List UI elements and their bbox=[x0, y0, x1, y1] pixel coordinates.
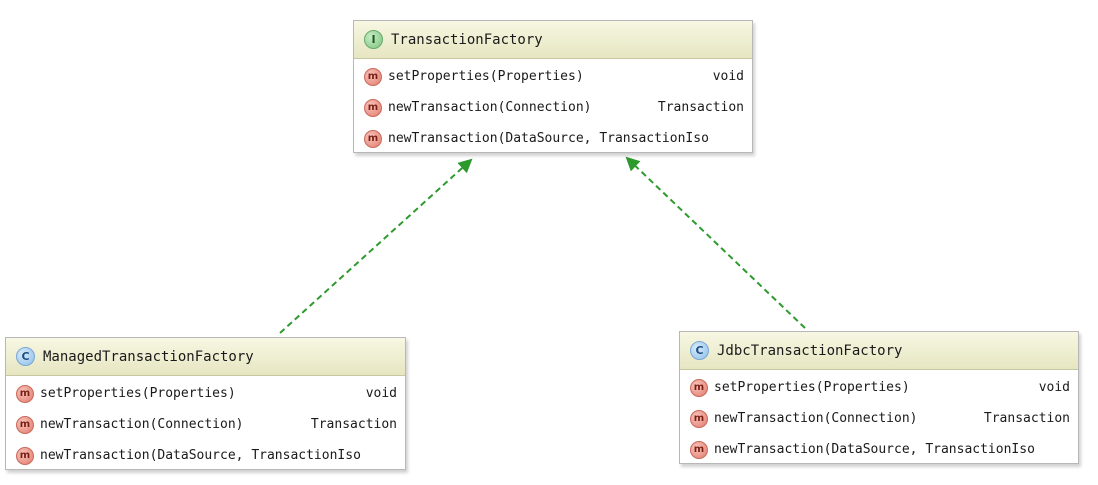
method-signature: newTransaction(Connection) bbox=[714, 411, 918, 426]
class-header: I TransactionFactory bbox=[354, 21, 752, 59]
method-row[interactable]: m setProperties(Properties) void bbox=[354, 61, 752, 92]
method-return-type: void bbox=[1032, 380, 1070, 395]
method-signature: newTransaction(DataSource, TransactionIs… bbox=[714, 442, 1035, 457]
class-header: C JdbcTransactionFactory bbox=[680, 332, 1078, 370]
method-row[interactable]: m newTransaction(Connection) Transaction bbox=[6, 409, 405, 440]
class-name: JdbcTransactionFactory bbox=[717, 342, 903, 359]
method-icon: m bbox=[16, 446, 34, 465]
method-row[interactable]: m setProperties(Properties) void bbox=[6, 378, 405, 409]
method-return-type: Transaction bbox=[651, 100, 744, 115]
method-signature: setProperties(Properties) bbox=[714, 380, 910, 395]
class-icon: C bbox=[690, 341, 709, 360]
method-return-type: Transaction bbox=[977, 411, 1070, 426]
method-icon: m bbox=[16, 384, 34, 403]
method-icon: m bbox=[16, 415, 34, 434]
method-icon: m bbox=[364, 67, 382, 86]
method-row[interactable]: m newTransaction(Connection) Transaction bbox=[680, 403, 1078, 434]
method-row[interactable]: m newTransaction(DataSource, Transaction… bbox=[680, 434, 1078, 463]
method-icon: m bbox=[690, 378, 708, 397]
method-signature: newTransaction(DataSource, TransactionIs… bbox=[388, 131, 709, 146]
interface-icon: I bbox=[364, 30, 383, 49]
method-return-type: void bbox=[359, 386, 397, 401]
method-return-type: void bbox=[706, 69, 744, 84]
method-icon: m bbox=[690, 440, 708, 459]
method-signature: newTransaction(Connection) bbox=[40, 417, 244, 432]
class-name: TransactionFactory bbox=[391, 31, 543, 48]
method-icon: m bbox=[364, 129, 382, 148]
class-header: C ManagedTransactionFactory bbox=[6, 338, 405, 376]
method-signature: newTransaction(DataSource, TransactionIs… bbox=[40, 448, 361, 463]
implements-arrow-managed bbox=[279, 158, 473, 334]
method-row[interactable]: m newTransaction(DataSource, Transaction… bbox=[6, 440, 405, 469]
method-icon: m bbox=[364, 98, 382, 117]
method-list: m setProperties(Properties) void m newTr… bbox=[6, 376, 405, 469]
transaction-factory-box[interactable]: I TransactionFactory m setProperties(Pro… bbox=[353, 20, 753, 153]
method-list: m setProperties(Properties) void m newTr… bbox=[354, 59, 752, 152]
method-list: m setProperties(Properties) void m newTr… bbox=[680, 370, 1078, 463]
method-signature: setProperties(Properties) bbox=[388, 69, 584, 84]
method-row[interactable]: m newTransaction(DataSource, Transaction… bbox=[354, 123, 752, 152]
method-signature: newTransaction(Connection) bbox=[388, 100, 592, 115]
method-row[interactable]: m newTransaction(Connection) Transaction bbox=[354, 92, 752, 123]
method-row[interactable]: m setProperties(Properties) void bbox=[680, 372, 1078, 403]
class-name: ManagedTransactionFactory bbox=[43, 348, 254, 365]
method-return-type: Transaction bbox=[304, 417, 397, 432]
implements-arrow-jdbc bbox=[625, 156, 806, 329]
method-signature: setProperties(Properties) bbox=[40, 386, 236, 401]
class-icon: C bbox=[16, 347, 35, 366]
managed-transaction-factory-box[interactable]: C ManagedTransactionFactory m setPropert… bbox=[5, 337, 406, 470]
jdbc-transaction-factory-box[interactable]: C JdbcTransactionFactory m setProperties… bbox=[679, 331, 1079, 464]
method-icon: m bbox=[690, 409, 708, 428]
